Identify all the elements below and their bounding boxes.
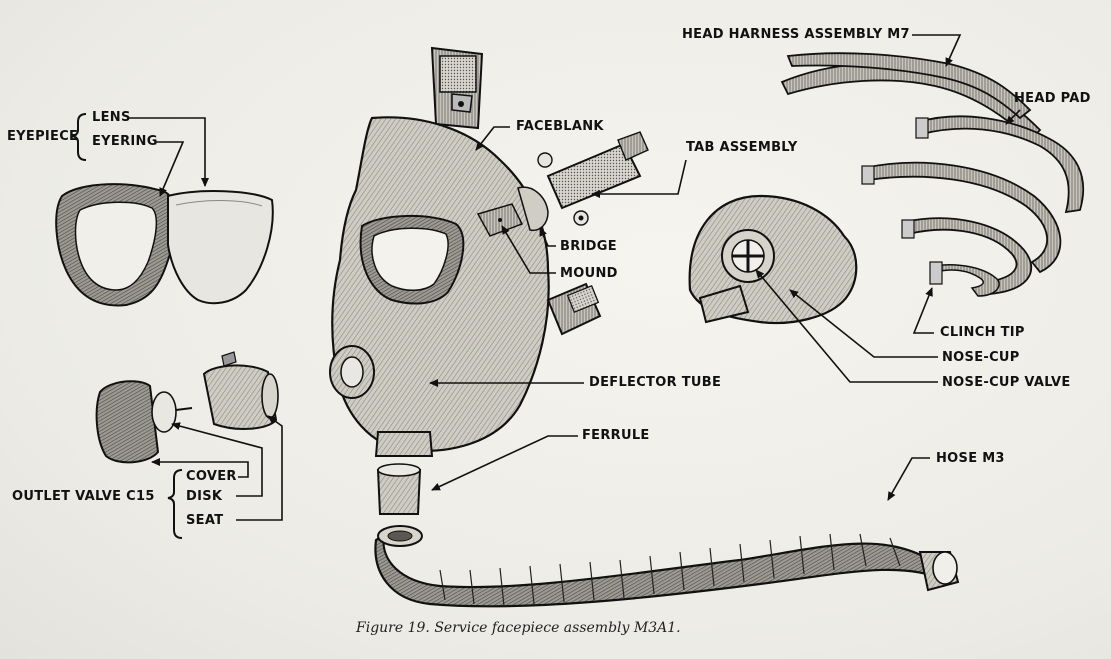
nose-cup-valve-label: NOSE-CUP VALVE	[942, 375, 1071, 390]
tab-assembly-leader	[591, 159, 687, 198]
disk-leader	[171, 422, 263, 497]
cover-leader	[151, 458, 249, 478]
figure-caption: Figure 19. Service facepiece assembly M3…	[356, 620, 681, 636]
outlet-valve-bracket	[167, 469, 183, 539]
faceblank-illustration	[329, 46, 602, 457]
eyering-leader	[156, 141, 185, 197]
eyepiece-bracket	[71, 113, 87, 161]
eyering-illustration	[55, 183, 177, 307]
head-harness-label: HEAD HARNESS ASSEMBLY M7	[682, 27, 910, 42]
tab-assembly-label: TAB ASSEMBLY	[686, 140, 798, 155]
seat-label: SEAT	[186, 513, 224, 528]
lens-leader	[128, 117, 209, 187]
mound-leader	[501, 225, 556, 274]
mound-label: MOUND	[560, 266, 618, 281]
head-pad-leader	[1005, 109, 1021, 125]
ferrule-illustration	[376, 463, 422, 515]
nose-cup-label: NOSE-CUP	[942, 350, 1020, 365]
head-harness-leader	[912, 34, 962, 67]
lens-illustration	[167, 190, 274, 305]
nose-cup-leader	[789, 289, 938, 358]
eyepiece-label: EYEPIECE	[7, 129, 79, 144]
ferrule-label: FERRULE	[582, 428, 650, 443]
bridge-label: BRIDGE	[560, 239, 617, 254]
outlet-valve-label: OUTLET VALVE C15	[12, 489, 155, 504]
hose-label: HOSE M3	[936, 451, 1005, 466]
eyering-label: EYERING	[92, 134, 158, 149]
clinch-tip-label: CLINCH TIP	[940, 325, 1025, 340]
deflector-tube-label: DEFLECTOR TUBE	[589, 375, 722, 390]
outlet-valve-seat-illustration	[202, 351, 279, 430]
clinch-tip-leader	[912, 287, 934, 334]
disk-label: DISK	[186, 489, 223, 504]
faceblank-leader	[475, 126, 510, 151]
seat-leader	[236, 415, 283, 521]
nose-cup-valve-leader	[755, 269, 938, 383]
ferrule-leader	[431, 435, 578, 491]
outlet-valve-cover-illustration	[95, 380, 160, 464]
head-pad-label: HEAD PAD	[1014, 91, 1091, 106]
cover-label: COVER	[186, 469, 237, 484]
hose-leader	[887, 457, 930, 501]
head-harness-illustration	[780, 52, 1085, 297]
lens-label: LENS	[92, 110, 131, 125]
hose-illustration	[374, 525, 960, 608]
tab-assembly-illustration	[537, 131, 649, 226]
outlet-valve-disk-illustration	[151, 391, 193, 433]
bridge-leader	[539, 227, 556, 247]
faceblank-label: FACEBLANK	[516, 119, 604, 134]
nose-cup-illustration	[688, 194, 858, 325]
